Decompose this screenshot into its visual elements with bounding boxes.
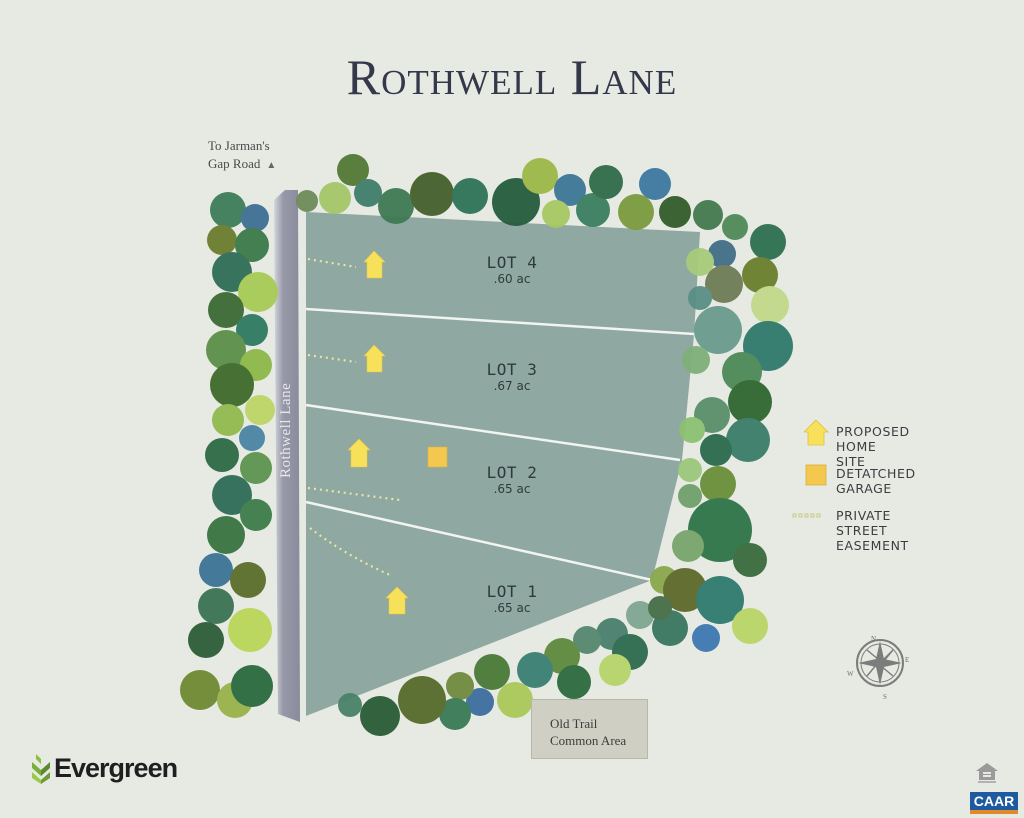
caar-badge: CAAR <box>970 792 1018 814</box>
lot-acres: .67 ac <box>493 379 531 393</box>
garage-icon <box>427 446 448 468</box>
tree-canopy <box>180 154 793 736</box>
private-street-easement <box>307 257 401 577</box>
lot-line-2-1 <box>305 500 653 582</box>
compass-w: W <box>847 670 854 678</box>
square-icon <box>805 464 827 486</box>
street-name-label: Rothwell Lane <box>278 382 294 478</box>
brand-name: Evergreen <box>54 752 178 783</box>
up-arrow-icon: ▲ <box>266 160 277 171</box>
lot-3-label: LOT 3 .67 ac <box>452 360 572 394</box>
common-area-line2: Common Area <box>550 733 627 748</box>
compass-s: S <box>883 693 887 701</box>
dotted-line-icon <box>792 513 821 518</box>
lot-name: LOT 2 <box>486 463 538 482</box>
legend-label: PRIVATE STREET <box>836 508 891 538</box>
lot-2-label: LOT 2 .65 ac <box>452 463 572 497</box>
legend-label: DETATCHED GARAGE <box>836 466 916 496</box>
lot-acres: .60 ac <box>493 272 531 286</box>
road-label-line2: Gap Road <box>208 156 261 171</box>
legend-label: PROPOSED HOME SITE <box>836 424 910 469</box>
lot-name: LOT 1 <box>486 582 538 601</box>
lot-acres: .65 ac <box>493 482 531 496</box>
parcel <box>306 212 700 716</box>
compass-e: E <box>905 656 909 664</box>
evergreen-logo: Evergreen <box>32 752 178 784</box>
legend-label: EASEMENT <box>836 538 909 553</box>
common-area-line1: Old Trail <box>550 716 598 731</box>
lot-1-label: LOT 1 .65 ac <box>452 582 572 616</box>
house-icon <box>347 250 409 615</box>
common-area-label: Old Trail Common Area <box>531 699 648 759</box>
equal-housing-icon <box>976 763 998 783</box>
rothwell-lane-street <box>274 190 300 722</box>
house-icon <box>804 419 829 446</box>
lot-name: LOT 3 <box>486 360 538 379</box>
lot-line-4-3 <box>305 307 695 336</box>
page-title: Rothwell Lane <box>346 49 678 105</box>
lot-name: LOT 4 <box>486 253 538 272</box>
compass-n: N <box>871 635 876 643</box>
lot-line-3-2 <box>305 403 681 462</box>
road-label-line1: To Jarman's <box>208 138 270 153</box>
compass-rose-icon <box>856 639 904 687</box>
evergreen-chevron-icon <box>32 754 50 784</box>
road-direction-label: To Jarman's Gap Road ▲ <box>208 137 276 175</box>
lot-acres: .65 ac <box>493 601 531 615</box>
lot-4-label: LOT 4 .60 ac <box>452 253 572 287</box>
